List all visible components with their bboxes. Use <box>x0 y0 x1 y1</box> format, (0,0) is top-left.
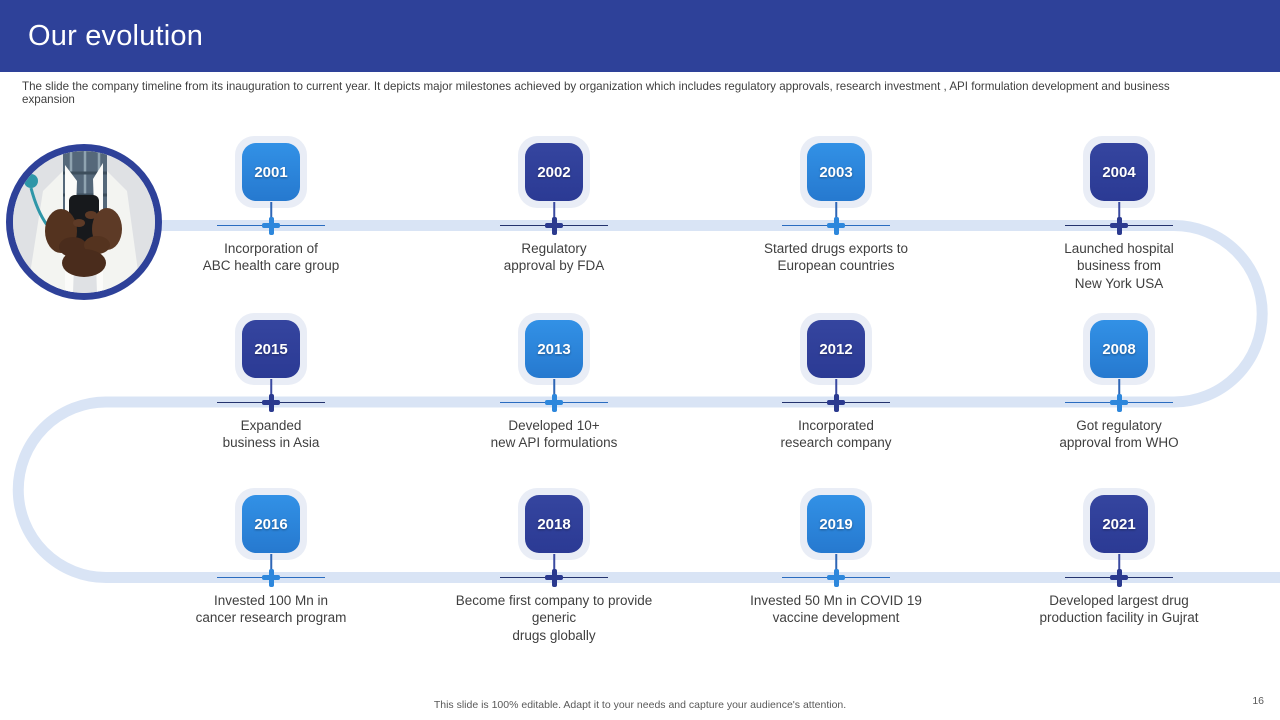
doctor-photo-illustration <box>13 151 155 293</box>
milestone-description: Regulatory approval by FDA <box>503 241 605 274</box>
milestone-2001: 2001 Incorporation of ABC health care gr… <box>161 136 381 326</box>
milestone-2013: 2013 Developed 10+ new API formulations <box>444 313 664 503</box>
milestone-description: Become first company to provide generic … <box>455 593 653 643</box>
year-badge: 2021 <box>1090 495 1148 553</box>
milestone-description: Invested 50 Mn in COVID 19 vaccine devel… <box>750 593 922 626</box>
connector-line <box>1118 379 1120 403</box>
milestone-description: Incorporated research company <box>780 418 892 451</box>
year-badge: 2018 <box>525 495 583 553</box>
plus-marker-icon <box>826 216 846 236</box>
year-label: 2004 <box>1102 163 1136 181</box>
year-badge-halo: 2016 <box>235 488 307 560</box>
year-label: 2002 <box>537 163 571 181</box>
year-badge-halo: 2019 <box>800 488 872 560</box>
slide-subtitle: The slide the company timeline from its … <box>22 80 1170 106</box>
connector-line <box>1118 554 1120 578</box>
year-badge-halo: 2013 <box>518 313 590 385</box>
plus-marker-icon <box>544 216 564 236</box>
connector-line <box>553 379 555 403</box>
year-badge: 2004 <box>1090 143 1148 201</box>
year-badge: 2013 <box>525 320 583 378</box>
plus-marker-icon <box>1109 216 1129 236</box>
year-label: 2019 <box>819 515 853 533</box>
page-title: Our evolution <box>28 20 204 52</box>
connector-line <box>835 202 837 226</box>
year-badge: 2015 <box>242 320 300 378</box>
connector-line <box>553 202 555 226</box>
year-label: 2003 <box>819 163 853 181</box>
connector-line <box>835 554 837 578</box>
plus-marker-icon <box>544 568 564 588</box>
year-badge-halo: 2018 <box>518 488 590 560</box>
plus-marker-icon <box>261 568 281 588</box>
connector-line <box>553 554 555 578</box>
year-label: 2001 <box>254 163 288 181</box>
year-label: 2018 <box>537 515 571 533</box>
connector-line <box>270 379 272 403</box>
plus-marker-icon <box>826 393 846 413</box>
connector-line <box>270 554 272 578</box>
milestone-description: Developed 10+ new API formulations <box>490 418 618 451</box>
plus-marker-icon <box>261 393 281 413</box>
milestone-2004: 2004 Launched hospital business from New… <box>1009 136 1229 326</box>
plus-marker-icon <box>1109 568 1129 588</box>
year-label: 2008 <box>1102 340 1136 358</box>
year-label: 2012 <box>819 340 853 358</box>
year-badge-halo: 2004 <box>1083 136 1155 208</box>
milestone-2015: 2015 Expanded business in Asia <box>161 313 381 503</box>
year-label: 2021 <box>1102 515 1136 533</box>
year-badge-halo: 2003 <box>800 136 872 208</box>
plus-marker-icon <box>261 216 281 236</box>
milestone-description: Incorporation of ABC health care group <box>202 241 340 274</box>
milestone-description: Developed largest drug production facili… <box>1039 593 1199 626</box>
year-label: 2015 <box>254 340 288 358</box>
milestone-2012: 2012 Incorporated research company <box>726 313 946 503</box>
connector-line <box>1118 202 1120 226</box>
milestone-description: Launched hospital business from New York… <box>1064 241 1174 291</box>
milestone-2021: 2021 Developed largest drug production f… <box>1009 488 1229 678</box>
year-badge-halo: 2002 <box>518 136 590 208</box>
milestone-description: Expanded business in Asia <box>222 418 320 451</box>
plus-marker-icon <box>544 393 564 413</box>
year-badge: 2003 <box>807 143 865 201</box>
milestone-2016: 2016 Invested 100 Mn in cancer research … <box>161 488 381 678</box>
milestone-2008: 2008 Got regulatory approval from WHO <box>1009 313 1229 503</box>
footer-note: This slide is 100% editable. Adapt it to… <box>433 699 847 711</box>
year-badge-halo: 2001 <box>235 136 307 208</box>
year-badge: 2002 <box>525 143 583 201</box>
year-badge-halo: 2021 <box>1083 488 1155 560</box>
milestone-description: Got regulatory approval from WHO <box>1059 418 1179 451</box>
year-badge-halo: 2008 <box>1083 313 1155 385</box>
milestone-2018: 2018 Become first company to provide gen… <box>444 488 664 678</box>
year-badge: 2012 <box>807 320 865 378</box>
connector-line <box>270 202 272 226</box>
year-badge-halo: 2012 <box>800 313 872 385</box>
year-badge: 2008 <box>1090 320 1148 378</box>
year-label: 2016 <box>254 515 288 533</box>
doctor-photo <box>6 144 162 300</box>
plus-marker-icon <box>1109 393 1129 413</box>
milestone-description: Invested 100 Mn in cancer research progr… <box>195 593 347 626</box>
year-badge-halo: 2015 <box>235 313 307 385</box>
milestone-2002: 2002 Regulatory approval by FDA <box>444 136 664 326</box>
year-badge: 2019 <box>807 495 865 553</box>
plus-marker-icon <box>826 568 846 588</box>
year-badge: 2016 <box>242 495 300 553</box>
connector-line <box>835 379 837 403</box>
page-number: 16 <box>1252 695 1264 707</box>
milestone-2003: 2003 Started drugs exports to European c… <box>726 136 946 326</box>
year-label: 2013 <box>537 340 571 358</box>
year-badge: 2001 <box>242 143 300 201</box>
milestone-2019: 2019 Invested 50 Mn in COVID 19 vaccine … <box>726 488 946 678</box>
milestone-description: Started drugs exports to European countr… <box>763 241 909 274</box>
slide-header: Our evolution <box>0 0 1280 72</box>
